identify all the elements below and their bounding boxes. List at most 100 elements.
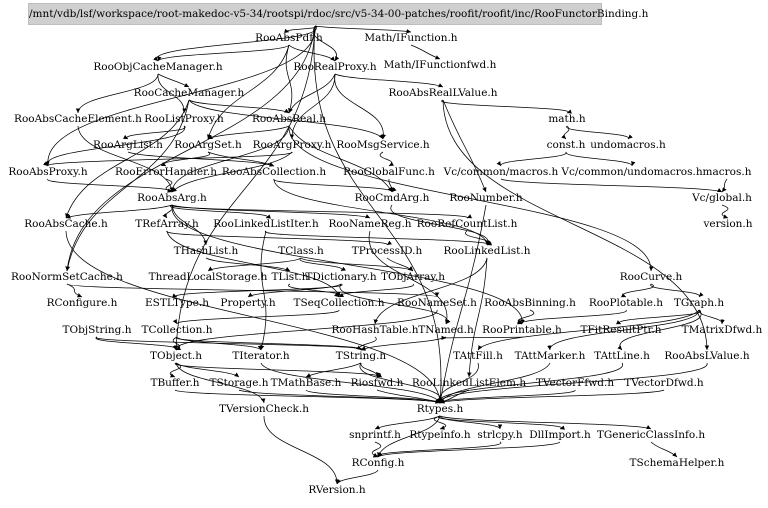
include-edge: [77, 125, 174, 193]
node-tdictionary[interactable]: TDictionary.h: [305, 271, 376, 283]
node-tlist[interactable]: TList.h: [271, 271, 308, 283]
node-rconfig[interactable]: RConfig.h: [352, 457, 405, 469]
node-rooabsreal[interactable]: RooAbsReal.h: [252, 113, 326, 125]
node-tfitresultptr[interactable]: TFitResultPtr.h: [581, 324, 662, 336]
node-roolinkedlistiter[interactable]: RooLinkedListIter.h: [213, 218, 319, 230]
node-version[interactable]: version.h: [702, 218, 752, 230]
node-rooabsreallvalue[interactable]: RooAbsRealLValue.h: [388, 87, 497, 99]
node-tmathbase[interactable]: TMathBase.h: [271, 377, 342, 389]
node-tschemahelper[interactable]: TSchemaHelper.h: [630, 457, 725, 469]
include-edge: [339, 283, 451, 325]
include-edge: [284, 25, 318, 34]
node-roonamereg[interactable]: RooNameReg.h: [328, 218, 411, 230]
node-tattline[interactable]: TAttLine.h: [594, 350, 650, 362]
node-rooobjcachemanager[interactable]: RooObjCacheManager.h: [93, 61, 222, 73]
node-const[interactable]: const.h: [547, 139, 586, 151]
include-edge: [289, 73, 336, 140]
include-edge: [238, 389, 441, 404]
node-rooabsproxy[interactable]: RooAbsProxy.h: [8, 166, 87, 178]
node-thashlist[interactable]: THashList.h: [174, 245, 239, 257]
node-vc-common-undomacros[interactable]: Vc/common/undomacros.h: [560, 166, 702, 178]
include-edge: [166, 230, 341, 298]
node-dllimport[interactable]: DllImport.h: [529, 429, 591, 441]
node-roonumber[interactable]: RooNumber.h: [449, 192, 523, 204]
node-tgenericclassinfo[interactable]: TGenericClassInfo.h: [597, 429, 706, 441]
node-tstring[interactable]: TString.h: [336, 350, 387, 362]
node-tvectorffwd[interactable]: TVectorFfwd.h: [536, 377, 614, 389]
node-roocurve[interactable]: RooCurve.h: [620, 271, 683, 283]
node-tcollection[interactable]: TCollection.h: [142, 324, 213, 336]
node-tobjarray[interactable]: TObjArray.h: [381, 271, 445, 283]
include-edge: [547, 309, 700, 351]
node-rooplotable[interactable]: RooPlotable.h: [589, 297, 663, 309]
include-edge: [153, 25, 317, 62]
node-roolinkedlistelem[interactable]: RooLinkedListElem.h: [412, 377, 526, 389]
include-edge: [43, 125, 185, 167]
node-rtypes[interactable]: Rtypes.h: [417, 403, 464, 415]
node-roohashtable[interactable]: RooHashTable.h: [332, 324, 419, 336]
node-threadlocalstorage[interactable]: ThreadLocalStorage.h: [149, 271, 268, 283]
node-roolinkedlist[interactable]: RooLinkedList.h: [444, 245, 531, 257]
node-rooabsarg[interactable]: RooAbsArg.h: [137, 192, 207, 204]
node-rconfigure[interactable]: RConfigure.h: [47, 297, 118, 309]
node-roorealproxy[interactable]: RooRealProxy.h: [293, 61, 376, 73]
include-edge: [75, 73, 159, 114]
node-rversion[interactable]: RVersion.h: [308, 484, 366, 496]
node-property[interactable]: Property.h: [220, 297, 275, 309]
node-tmatrixdfwd[interactable]: TMatrixDfwd.h: [682, 324, 763, 336]
node-roocachemanager[interactable]: RooCacheManager.h: [134, 87, 245, 99]
node-tclass[interactable]: TClass.h: [278, 245, 324, 257]
include-edge: [410, 44, 441, 60]
node-roorefcountlist[interactable]: RooRefCountList.h: [417, 218, 518, 230]
node-rooabscache[interactable]: RooAbsCache.h: [24, 218, 108, 230]
node-tbuffer[interactable]: TBuffer.h: [150, 377, 199, 389]
node-undomacros[interactable]: undomacros.h: [590, 139, 666, 151]
node-rooabscollection[interactable]: RooAbsCollection.h: [222, 166, 326, 178]
node-tvectordfwd[interactable]: TVectorDfwd.h: [624, 377, 704, 389]
include-edge: [157, 73, 190, 88]
node-tnamed[interactable]: TNamed.h: [418, 324, 474, 336]
node-tseqcollection[interactable]: TSeqCollection.h: [293, 297, 384, 309]
node-math[interactable]: math.h: [548, 113, 586, 125]
node-trefarray[interactable]: TRefArray.h: [135, 218, 199, 230]
node-vc-common-macros[interactable]: Vc/common/macros.h: [443, 166, 559, 178]
node-riosfwd[interactable]: Riosfwd.h: [351, 377, 404, 389]
node-rooabscacheelement[interactable]: RooAbsCacheElement.h: [14, 113, 142, 125]
node-vc-global[interactable]: Vc/global.h: [691, 192, 752, 204]
node-math-ifunctionfwd[interactable]: Math/IFunctionfwd.h: [384, 59, 497, 71]
node-rtypeinfo[interactable]: Rtypeinfo.h: [409, 429, 470, 441]
node-rooarglist[interactable]: RooArgList.h: [93, 139, 163, 151]
node-tgraph[interactable]: TGraph.h: [674, 297, 724, 309]
node-math-ifunction[interactable]: Math/IFunction.h: [364, 32, 457, 44]
node-macros[interactable]: macros.h: [703, 166, 752, 178]
node-rooabslvalue[interactable]: RooAbsLValue.h: [664, 350, 750, 362]
node-rooabsbinning[interactable]: RooAbsBinning.h: [484, 297, 576, 309]
node-tprocessid[interactable]: TProcessID.h: [352, 245, 423, 257]
node-rooabspdf[interactable]: RooAbsPdf.h: [255, 32, 323, 44]
include-edge: [565, 151, 636, 167]
node-estltype[interactable]: ESTLType.h: [145, 297, 209, 309]
node-tattmarker[interactable]: TAttMarker.h: [515, 350, 586, 362]
root-node[interactable]: /mnt/vdb/lsf/workspace/root-makedoc-v5-3…: [28, 3, 648, 25]
node-rooargproxy[interactable]: RooArgProxy.h: [253, 139, 332, 151]
node-roolistproxy[interactable]: RooListProxy.h: [144, 113, 224, 125]
node-tattfill[interactable]: TAttFill.h: [453, 350, 503, 362]
node-roonormsetcache[interactable]: RooNormSetCache.h: [11, 271, 123, 283]
node-roonameset[interactable]: RooNameSet.h: [397, 297, 477, 309]
node-tstorage[interactable]: TStorage.h: [209, 377, 268, 389]
node-rooerrorhandler[interactable]: RooErrorHandler.h: [115, 166, 217, 178]
node-rooglobalfunc[interactable]: RooGlobalFunc.h: [343, 166, 435, 178]
node-rooprintable[interactable]: RooPrintable.h: [482, 324, 562, 336]
node-strlcpy[interactable]: strlcpy.h: [477, 429, 522, 441]
node-tobject[interactable]: TObject.h: [150, 350, 202, 362]
include-edge: [314, 25, 412, 34]
node-roocmdarg[interactable]: RooCmdArg.h: [355, 192, 430, 204]
node-snprintf[interactable]: snprintf.h: [349, 429, 401, 441]
node-rooargset[interactable]: RooArgSet.h: [174, 139, 242, 151]
node-tversioncheck[interactable]: TVersionCheck.h: [219, 403, 309, 415]
include-edge: [288, 44, 336, 62]
node-titerator[interactable]: TIterator.h: [232, 350, 290, 362]
node-roomsgservice[interactable]: RooMsgService.h: [336, 139, 430, 151]
include-edge: [288, 73, 336, 114]
node-tobjstring[interactable]: TObjString.h: [63, 324, 132, 336]
